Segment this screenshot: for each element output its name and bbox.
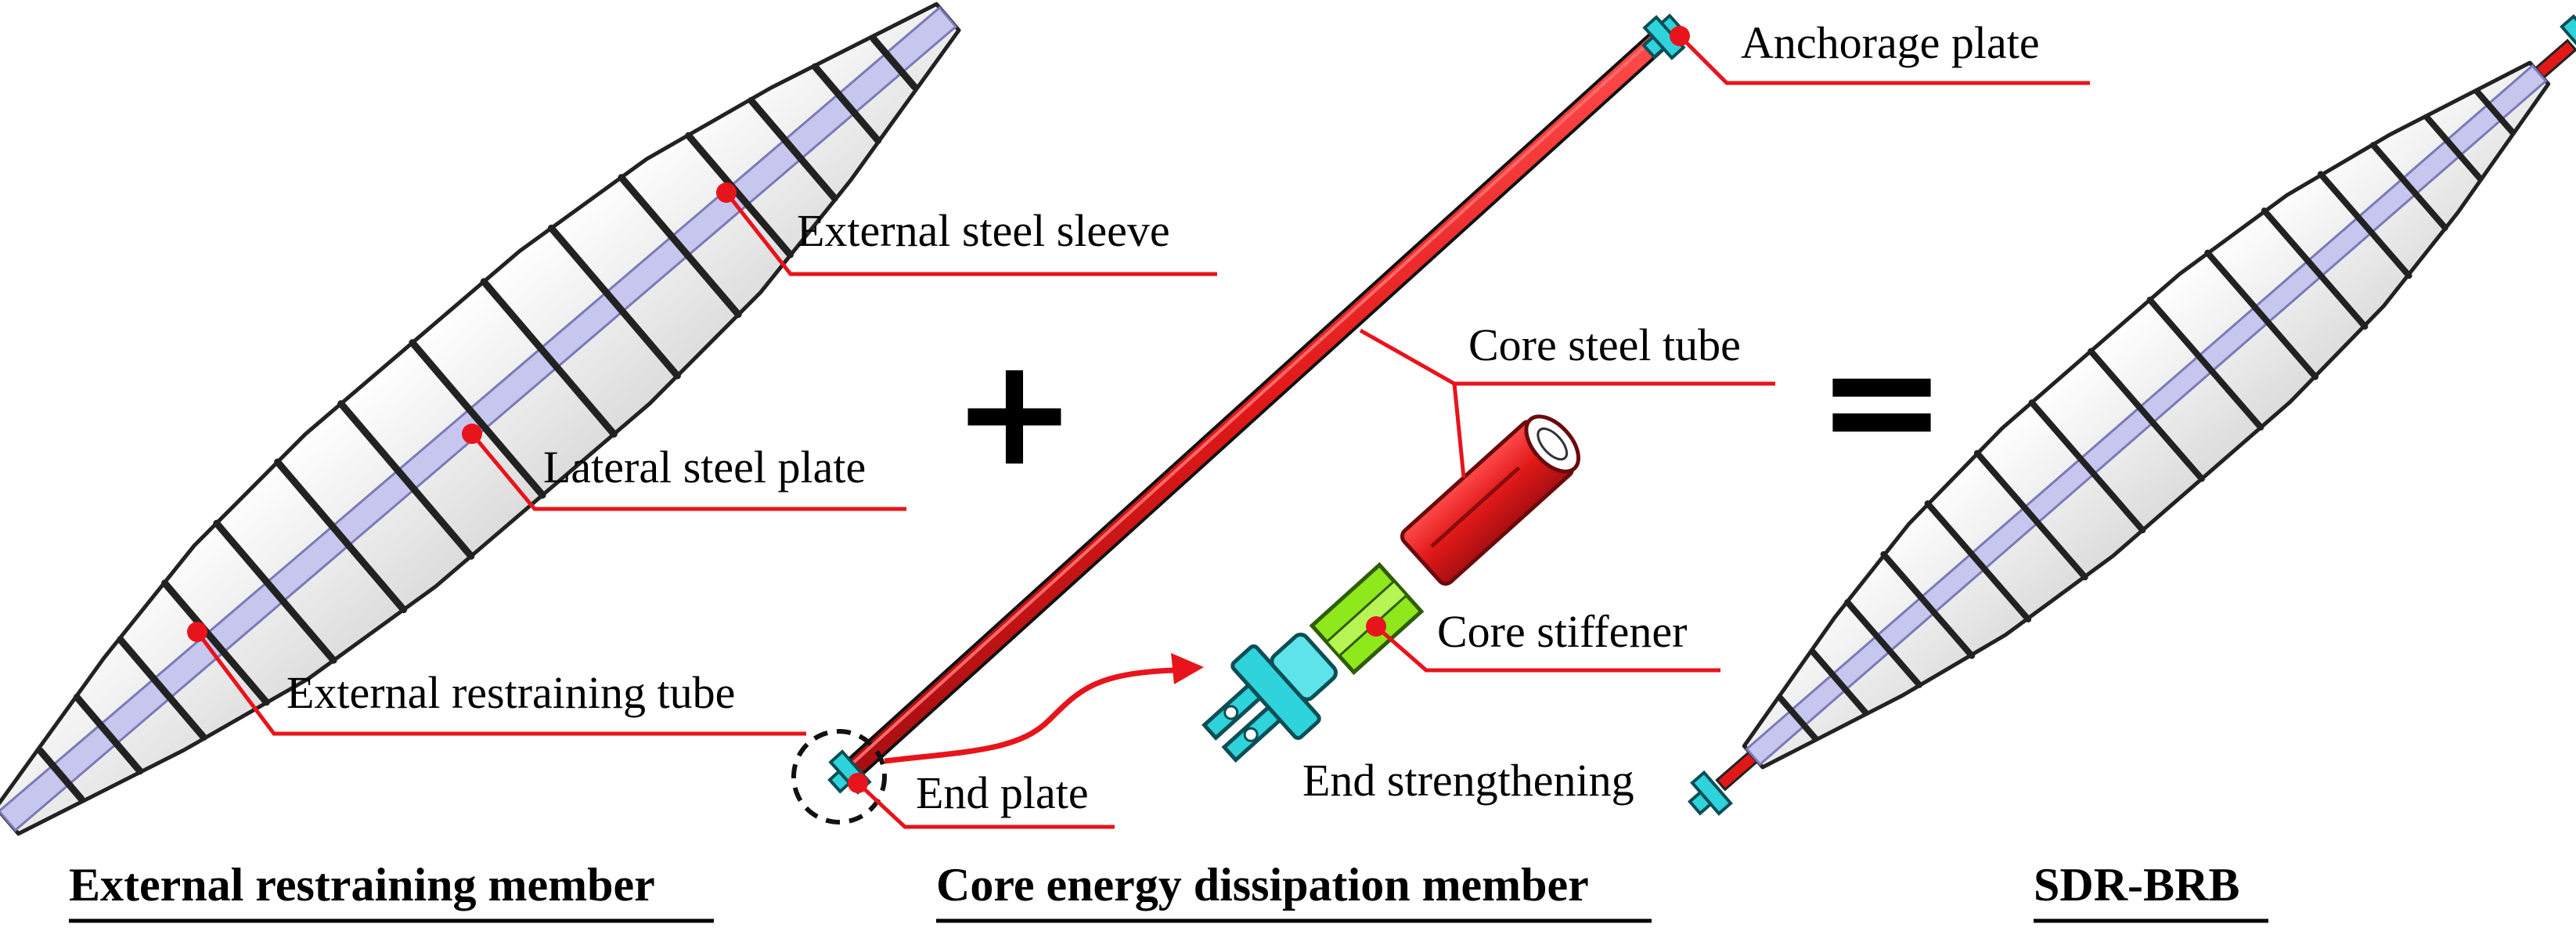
assembled-end-fitting-lower [1688,770,1733,816]
marker-anchorage-plate [1670,26,1690,46]
external-restraining-member-drawing [0,2,961,836]
marker-lateral-steel-plate [462,424,482,444]
sleeve-segment-rings [37,35,918,803]
label-core-steel-tube: Core steel tube [1468,319,1741,370]
label-external-restraining-tube: External restraining tube [286,667,735,718]
plus-icon: + [952,326,1076,499]
detail-curved-arrow [884,667,1175,764]
dashed-circle-icon [791,729,887,825]
marker-end-plate [848,773,868,793]
leader-core-stiffener [1374,625,1720,673]
leader-core-steel-tube [1359,328,1775,478]
leader-external-steel-sleeve [725,191,1217,276]
label-core-stiffener: Core stiffener [1437,606,1687,657]
label-end-strengthening: End strengthening [1302,755,1634,806]
equals-icon: = [1816,309,1947,492]
caption-external-restraining-member: External restraining member [69,859,655,911]
sdr-brb-assembled-drawing [1688,14,2576,816]
leader-external-restraining-tube [196,630,806,736]
label-lateral-steel-plate: Lateral steel plate [543,442,866,493]
marker-core-stiffener [1366,616,1386,637]
assembled-end-fitting-upper [2560,14,2576,60]
label-external-steel-sleeve: External steel sleeve [797,205,1170,256]
end-strengthening-drawing [1202,633,1338,763]
marker-external-restraining-tube [187,622,207,642]
caption-core-energy-dissipation-member: Core energy dissipation member [936,859,1589,911]
leader-lateral-steel-plate [470,432,906,511]
marker-external-steel-sleeve [716,182,737,203]
label-end-plate: End plate [916,767,1089,818]
leader-anchorage-plate [1678,34,2090,85]
core-steel-tube-drawing [846,31,1666,777]
label-anchorage-plate: Anchorage plate [1741,17,2040,68]
arrowhead-icon [1171,653,1204,684]
core-stiffener-drawing [1309,561,1425,676]
assembled-segment-rings [1777,88,2516,742]
caption-sdr-brb: SDR-BRB [2034,859,2239,911]
core-steel-tube-segment [1400,414,1581,586]
leader-end-plate [856,781,1115,829]
